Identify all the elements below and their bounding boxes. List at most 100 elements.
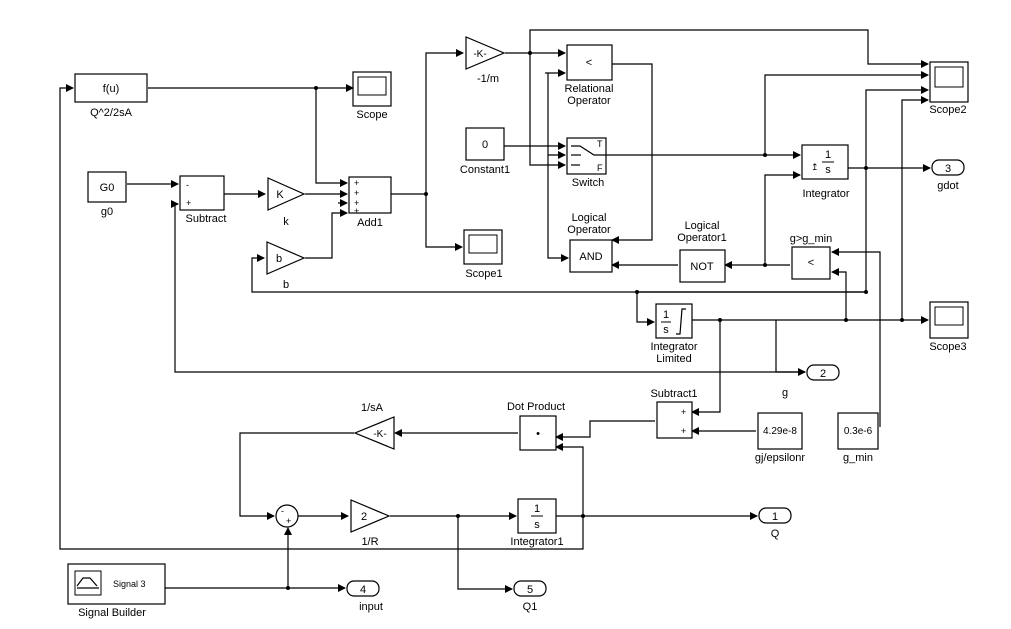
signal-builder-block[interactable]: Signal 3 Signal Builder	[67, 563, 166, 619]
relop2-block[interactable]: < g>g_min	[790, 233, 833, 280]
epsilon-label: gj/epsilonr	[755, 452, 805, 464]
wire-gdot-to-intlim[interactable]	[636, 291, 866, 326]
scope3-block[interactable]: Scope3	[929, 301, 969, 353]
outport-input[interactable]: 4 input	[346, 580, 383, 613]
wire-switch-to-scope2[interactable]	[764, 71, 929, 155]
wire-r-to-q1[interactable]	[457, 516, 513, 593]
gain-k-label: k	[283, 216, 289, 228]
intlim-den: s	[663, 324, 669, 336]
switch-block[interactable]: T F Switch	[566, 137, 607, 189]
constant1-label: Constant1	[460, 164, 510, 176]
outport-g-number: 2	[820, 368, 826, 380]
integrator1-label: Integrator1	[510, 536, 563, 548]
outport-gdot[interactable]: 3 gdot	[931, 159, 965, 192]
gmin-label: g_min	[843, 452, 873, 464]
scope-label: Scope	[356, 109, 387, 121]
epsilon-inner: 4.29e-8	[763, 426, 797, 437]
scope1-block[interactable]: Scope1	[463, 229, 503, 280]
add1-block[interactable]: + + + + Add1	[348, 176, 392, 229]
relop-label-1: Relational	[565, 83, 614, 95]
gain-b-label: b	[283, 279, 289, 291]
relop2-inner: <	[808, 257, 814, 269]
outport-q[interactable]: 1 Q	[758, 507, 792, 540]
wire-integrator-scope2[interactable]	[865, 86, 929, 168]
not-inner: NOT	[690, 261, 714, 273]
scope2-block[interactable]: Scope2	[929, 61, 969, 116]
gain-k-block[interactable]: K k	[267, 177, 306, 228]
integrator1-den: s	[534, 519, 540, 531]
wire-add1-out[interactable]	[391, 49, 464, 195]
subtract-block[interactable]: - + Subtract	[179, 175, 226, 225]
outport-q1[interactable]: 5 Q1	[513, 580, 547, 613]
gain-b-block[interactable]: b b	[266, 241, 306, 291]
wire-subtract1-to-dot[interactable]	[555, 420, 655, 441]
fcn-block[interactable]: f(u) Q^2/2sA	[74, 73, 148, 119]
outport-q-number: 1	[772, 511, 778, 523]
wire-sa-to-sum[interactable]	[239, 432, 354, 520]
wire-relop2-to-integrator[interactable]	[764, 171, 801, 265]
wire-m-to-add1[interactable]	[529, 29, 929, 68]
subtract1-block[interactable]: + + Subtract1	[650, 388, 698, 439]
not-block[interactable]: NOT Logical Operator1	[677, 220, 727, 283]
sum-q-block[interactable]: - +	[275, 504, 299, 528]
wire-add1-to-scope1[interactable]	[425, 194, 463, 251]
wire-gdot-to-b[interactable]	[251, 168, 867, 293]
outport-g[interactable]: 2 g	[782, 364, 840, 399]
gain-m-label: -1/m	[477, 73, 499, 85]
relop-inner: <	[586, 57, 592, 69]
gain-sa-block[interactable]: -K- 1/sA	[353, 402, 395, 450]
add1-label: Add1	[357, 217, 383, 229]
scope3-label: Scope3	[929, 341, 966, 353]
wire-gmin-to-relop2[interactable]	[831, 248, 881, 427]
gain-r-block[interactable]: 2 1/R	[350, 499, 391, 548]
integrator1-block[interactable]: 1 s Integrator1	[510, 498, 564, 548]
wire-g-to-relop2[interactable]	[831, 268, 847, 320]
gain-sa-label: 1/sA	[361, 402, 384, 414]
outport-q1-label: Q1	[523, 601, 538, 613]
add1-sign-3: +	[354, 198, 359, 208]
epsilon-constant-block[interactable]: 4.29e-8 gj/epsilonr	[755, 412, 805, 464]
scope2-label: Scope2	[929, 104, 966, 116]
wire-intlim-to-scope2[interactable]	[901, 96, 929, 320]
subtract1-sign-1: +	[681, 407, 686, 417]
integrator-block[interactable]: 1 s ↥ Integrator	[801, 144, 850, 200]
gain-k-inner: K	[276, 189, 284, 201]
wire-g-to-subtract[interactable]	[171, 200, 805, 373]
outport-gdot-label: gdot	[937, 180, 958, 192]
constant1-block[interactable]: 0 Constant1	[460, 127, 510, 176]
subtract1-label: Subtract1	[650, 388, 697, 400]
wire-q-to-dot[interactable]	[555, 443, 584, 516]
wire-intlim-to-subtract1[interactable]	[691, 320, 721, 416]
wire-q-to-fcn[interactable]	[59, 84, 584, 550]
outport-q-label: Q	[771, 528, 780, 540]
g0-inner-text: G0	[100, 182, 115, 194]
gmin-constant-block[interactable]: 0.3e-6 g_min	[837, 412, 879, 464]
junction-dots	[286, 51, 904, 590]
wire-and-in-left[interactable]	[547, 155, 569, 262]
wire-relop-in2[interactable]	[547, 73, 566, 159]
wire-intlim-to-g[interactable]	[775, 320, 806, 376]
logical-operator-block[interactable]: AND Logical Operator	[567, 212, 613, 273]
scope-block[interactable]: Scope	[352, 71, 392, 121]
integrator-num: 1	[825, 149, 831, 161]
gain-m-inner: -K-	[473, 49, 486, 60]
outport-gdot-number: 3	[945, 163, 951, 175]
outport-input-number: 4	[360, 584, 366, 596]
g0-constant-block[interactable]: G0 g0	[87, 171, 127, 218]
gain-m-block[interactable]: -K- -1/m	[465, 36, 506, 85]
intlim-num: 1	[663, 309, 669, 321]
relational-operator-block[interactable]: < Relational Operator	[565, 44, 614, 107]
wire-fcn-to-add1[interactable]	[148, 87, 348, 187]
wire-m-to-switch[interactable]	[529, 53, 566, 169]
integrator-limited-block[interactable]: 1 s Integrator Limited	[650, 303, 698, 365]
relop-label-2: Operator	[567, 95, 611, 107]
subtract1-sign-2: +	[681, 426, 686, 436]
g0-label: g0	[101, 206, 113, 218]
integrator-den: s	[825, 164, 831, 176]
fcn-label: Q^2/2sA	[90, 107, 133, 119]
wire-relop-to-and[interactable]	[611, 63, 653, 244]
outport-q1-number: 5	[527, 584, 533, 596]
wire-b-to-add1[interactable]	[305, 209, 348, 259]
dot-product-block[interactable]: • Dot Product	[507, 401, 565, 451]
subtract-sign-1: -	[186, 180, 189, 190]
